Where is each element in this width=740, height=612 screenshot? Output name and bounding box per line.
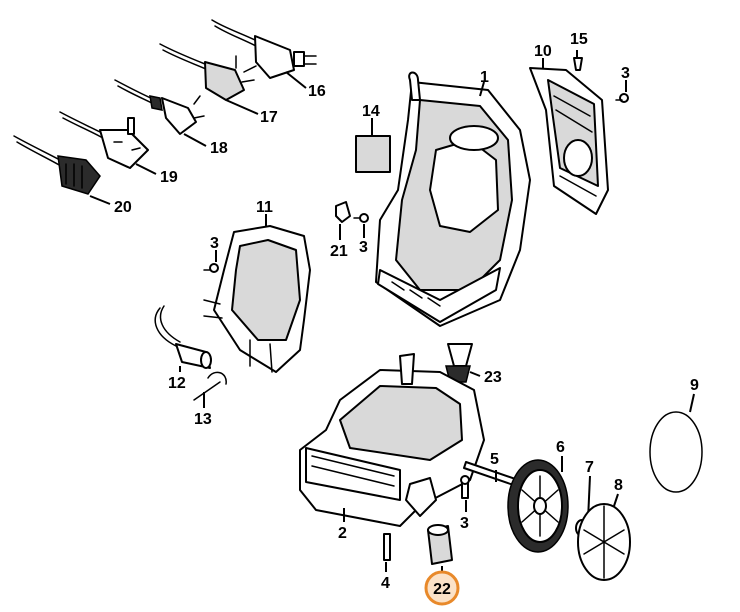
highlight-circle <box>424 570 460 606</box>
label-9: 9 <box>690 377 699 394</box>
label-1: 1 <box>480 69 489 86</box>
part-10-side-panel[interactable] <box>529 58 609 215</box>
plug-19[interactable] <box>59 111 157 175</box>
plug-17[interactable] <box>159 43 259 115</box>
part-13-clip[interactable] <box>193 371 227 408</box>
label-3-bottom: 3 <box>460 515 469 532</box>
label-5: 5 <box>490 451 499 468</box>
part-3-screw-top[interactable] <box>615 80 629 103</box>
part-4-screw[interactable] <box>383 533 391 572</box>
label-22: 22 <box>433 581 451 598</box>
label-20: 20 <box>114 199 132 216</box>
label-7: 7 <box>585 459 594 476</box>
label-10: 10 <box>534 43 552 60</box>
part-14-label-plate[interactable] <box>355 118 391 173</box>
label-16: 16 <box>308 83 326 100</box>
part-11-motor-cover[interactable] <box>203 214 311 373</box>
part-9-o-ring[interactable] <box>649 393 703 493</box>
plug-18[interactable] <box>114 79 207 147</box>
label-2: 2 <box>338 525 347 542</box>
label-12: 12 <box>168 375 186 392</box>
plug-20[interactable] <box>13 135 111 205</box>
part-3-screw-mid[interactable] <box>353 213 369 238</box>
label-19: 19 <box>160 169 178 186</box>
part-23-holder[interactable] <box>445 343 481 383</box>
callout-22-highlight[interactable]: 22 <box>424 570 460 606</box>
label-15: 15 <box>570 31 588 48</box>
part-12-capacitor[interactable] <box>154 305 212 372</box>
plug-16[interactable] <box>211 19 317 89</box>
label-21: 21 <box>330 243 348 260</box>
label-3-left: 3 <box>210 235 219 252</box>
part-1-housing-upper[interactable] <box>375 71 531 327</box>
label-17: 17 <box>260 109 278 126</box>
label-14: 14 <box>362 103 380 120</box>
label-13: 13 <box>194 411 212 428</box>
part-15-cap[interactable] <box>573 50 583 71</box>
label-3-mid: 3 <box>359 239 368 256</box>
label-4: 4 <box>381 575 390 592</box>
part-22-foot[interactable] <box>427 524 453 572</box>
part-21-bracket[interactable] <box>335 201 351 240</box>
label-6: 6 <box>556 439 565 456</box>
label-8: 8 <box>614 477 623 494</box>
part-3-screw-bottom[interactable] <box>460 475 470 512</box>
part-2-base-frame[interactable] <box>299 353 485 527</box>
label-23: 23 <box>484 369 502 386</box>
part-3-screw-left[interactable] <box>203 250 219 273</box>
label-18: 18 <box>210 140 228 157</box>
label-3-topright: 3 <box>621 65 630 82</box>
label-11: 11 <box>256 199 273 216</box>
part-6-wheel[interactable] <box>507 456 569 553</box>
part-8-hubcap[interactable] <box>577 493 631 581</box>
